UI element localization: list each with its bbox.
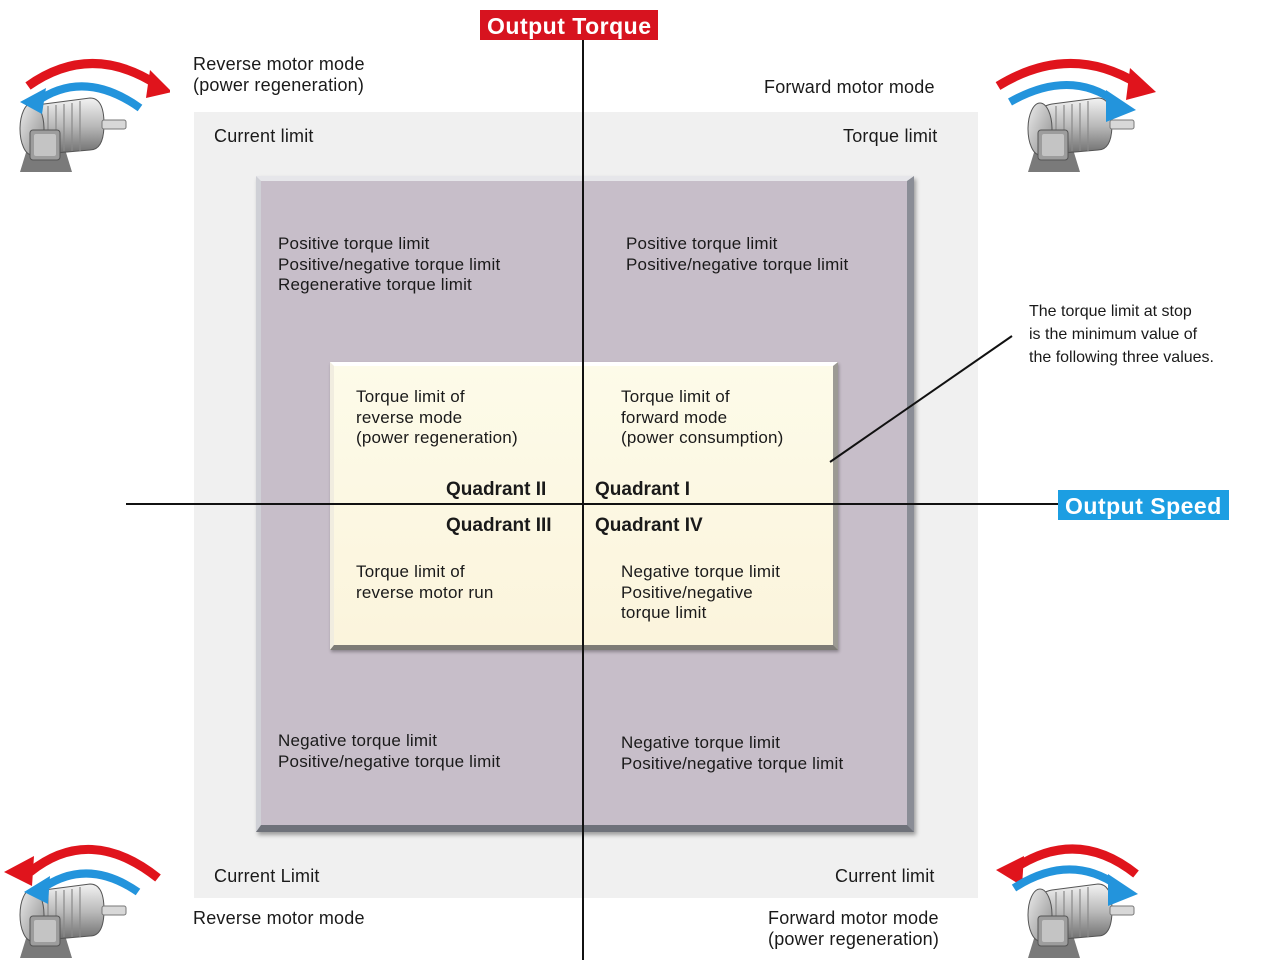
callout-leader-line	[829, 335, 1013, 463]
outer-top-left-limit: Current limit	[214, 126, 314, 146]
outer-bottom-right-limit: Current limit	[835, 866, 935, 886]
inner-quadrant-3-limit: Torque limit of reverse motor run	[356, 562, 494, 602]
reverse-regen-motor-icon	[19, 59, 170, 173]
inner-quadrant-2-limit: Torque limit of reverse mode (power rege…	[356, 387, 518, 447]
forward-motor-mode-regen-label: Forward motor mode (power regeneration)	[768, 908, 940, 949]
forward-motor-icon	[995, 59, 1156, 173]
inner-quadrant-1-limit: Torque limit of forward mode (power cons…	[621, 387, 784, 447]
middle-top-right-limits: Positive torque limit Positive/negative …	[626, 234, 849, 274]
outer-bottom-left-limit: Current Limit	[214, 866, 320, 886]
torque-axis-line	[582, 38, 584, 960]
torque-at-stop-note: The torque limit at stop is the minimum …	[1029, 303, 1214, 366]
speed-axis-line	[126, 503, 1058, 505]
outer-top-right-limit: Torque limit	[843, 126, 938, 146]
inner-quadrant-4-limit: Negative torque limit Positive/negative …	[621, 562, 781, 622]
forward-regen-motor-icon	[996, 844, 1139, 959]
forward-motor-mode-label: Forward motor mode	[764, 77, 935, 97]
middle-bottom-right-limits: Negative torque limit Positive/negative …	[621, 733, 844, 773]
middle-top-left-limits: Positive torque limit Positive/negative …	[278, 234, 501, 294]
quadrant-1-label: Quadrant I	[595, 479, 691, 500]
quadrant-3-label: Quadrant III	[446, 515, 552, 536]
quadrant-4-label: Quadrant IV	[595, 515, 703, 536]
middle-bottom-left-limits: Negative torque limit Positive/negative …	[278, 731, 501, 771]
quadrant-2-label: Quadrant II	[446, 479, 547, 500]
reverse-motor-mode-label: Reverse motor mode	[193, 908, 365, 928]
inner-region-panel	[330, 362, 838, 650]
output-speed-label: Output Speed	[1058, 490, 1229, 520]
reverse-motor-mode-regen-label: Reverse motor mode (power regeneration)	[193, 54, 365, 95]
output-torque-label: Output Torque	[480, 10, 659, 40]
reverse-motor-icon	[4, 844, 161, 959]
